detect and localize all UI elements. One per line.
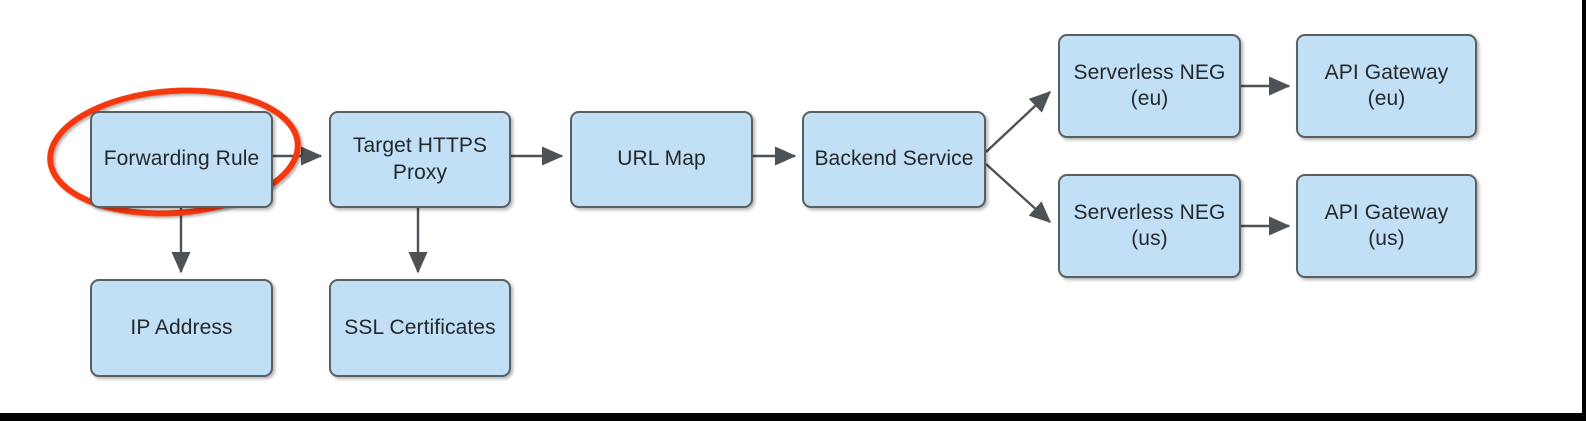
node-backend-service[interactable]: Backend Service xyxy=(802,111,986,208)
node-ssl-certificates[interactable]: SSL Certificates xyxy=(329,279,511,377)
node-url-map[interactable]: URL Map xyxy=(570,111,753,208)
node-api-gateway-eu[interactable]: API Gateway (eu) xyxy=(1296,34,1477,138)
node-forwarding-rule[interactable]: Forwarding Rule xyxy=(90,111,273,208)
node-serverless-neg-us[interactable]: Serverless NEG (us) xyxy=(1058,174,1241,278)
edge-backend-service-to-serverless-neg-us xyxy=(985,163,1052,223)
frame-border-bottom xyxy=(0,413,1586,421)
node-serverless-neg-eu[interactable]: Serverless NEG (eu) xyxy=(1058,34,1241,138)
node-ip-address[interactable]: IP Address xyxy=(90,279,273,377)
node-api-gateway-us[interactable]: API Gateway (us) xyxy=(1296,174,1477,278)
frame-border-right xyxy=(1582,0,1586,421)
edge-backend-service-to-serverless-neg-eu xyxy=(985,91,1052,153)
annotation-layer xyxy=(47,87,301,217)
highlight-ellipse-forwarding-rule xyxy=(47,87,301,217)
node-target-https-proxy[interactable]: Target HTTPS Proxy xyxy=(329,111,511,208)
